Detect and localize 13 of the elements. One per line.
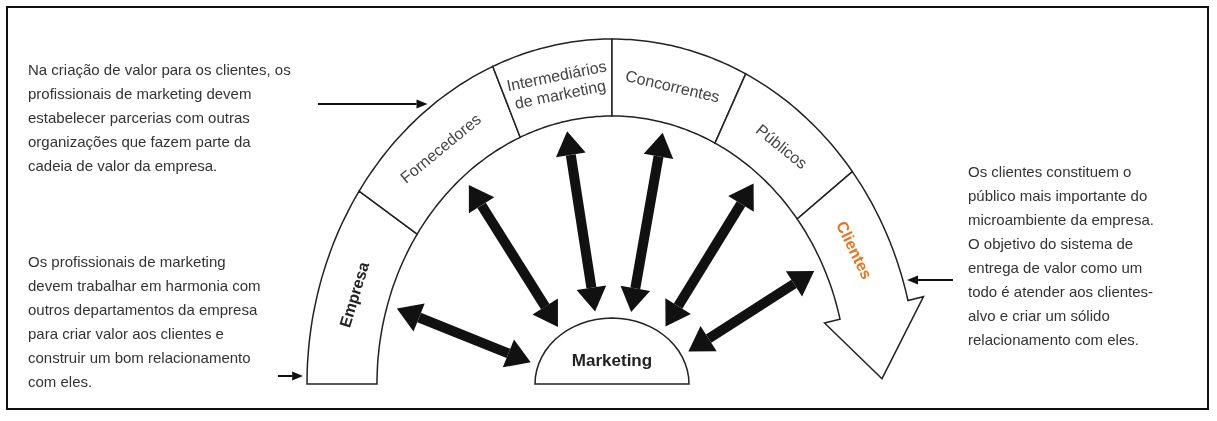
dome-label: Marketing — [571, 351, 653, 370]
double-arrow — [665, 183, 754, 327]
double-arrow — [396, 303, 531, 368]
double-arrow — [556, 131, 607, 312]
annotation-text: Na criação de valor para os clientes, os profissionais de marketing devem estabelecer parcerias com outras organizações que fazem parte da cadeia de valor da empresa. — [28, 58, 298, 178]
double-arrow — [468, 184, 558, 327]
annotation-text: Os profissionais de marketing devem trabalhar em harmonia com outros departamentos da empresa para criar valor aos clientes e construir um bom relacionamento com eles. — [28, 250, 268, 394]
arrow — [907, 275, 954, 285]
arrow — [277, 371, 304, 381]
double-arrow — [620, 132, 674, 312]
annotation-text: Os clientes constituem o público mais importante do microambiente da empresa. O objetivo do sistema de entrega de valor como um todo é atender aos clientes-alvo e criar um sólido relacionamento com eles. — [968, 160, 1168, 352]
arrow — [317, 99, 428, 109]
double-arrow — [688, 270, 815, 352]
